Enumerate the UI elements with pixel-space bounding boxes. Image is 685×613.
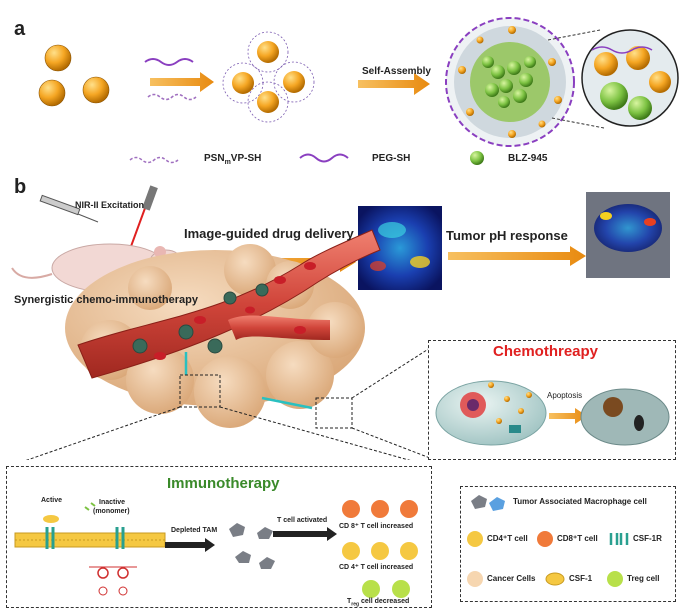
legend-cancer-label: Cancer Cells — [487, 574, 536, 583]
image-guided-label: Image-guided drug delivery — [184, 226, 354, 241]
depleted-tam-label: Depleted TAM — [171, 527, 218, 534]
immuno-title: Immunotherapy — [167, 475, 280, 492]
psn-suffix: VP-SH — [230, 153, 262, 164]
focus-box-left — [179, 374, 221, 408]
t-cell-activated-label: T cell activated — [277, 517, 328, 524]
legend-csf1r-label: CSF-1R — [633, 534, 662, 543]
panel-a-letter: a — [14, 18, 26, 40]
legend-icons — [467, 495, 629, 587]
cd8-icon — [537, 531, 553, 547]
csf1r-icon — [609, 533, 629, 545]
ph-response-label: Tumor pH response — [446, 228, 568, 243]
syringe-icon — [39, 194, 99, 223]
depleted-tam-group — [229, 523, 275, 569]
chemo-title: Chemothreapy — [493, 343, 599, 360]
peg-chain-icon — [144, 58, 194, 66]
tam-blue-icon — [489, 497, 505, 511]
cancer-cell-before — [435, 380, 547, 446]
immuno-illustration — [14, 500, 418, 598]
inactive-label: Inactive — [99, 499, 126, 506]
blz-core-group — [482, 56, 536, 108]
legend-cd8-label: CD8⁺T cell — [557, 534, 598, 543]
legend-tam-label: Tumor Associated Macrophage cell — [513, 497, 647, 506]
arrow-ph — [448, 246, 586, 266]
csf1r-receptor-icon — [45, 527, 55, 549]
self-assembly-label: Self-Assembly — [362, 66, 431, 77]
csf1-icon — [545, 572, 565, 586]
psn-legend-label: PSNmVP-SH — [204, 153, 261, 166]
coated-nanoparticle-group — [222, 31, 315, 123]
panel-b-illustration — [11, 185, 670, 460]
treg-decreased-label: Treg cell decreased — [347, 598, 409, 607]
peg-legend-label: PEG-SH — [372, 153, 411, 164]
legend-cd4-label: CD4⁺T cell — [487, 534, 528, 543]
focus-box-right — [315, 397, 353, 429]
treg-prefix: T — [347, 598, 352, 605]
tam-grey-icon — [471, 495, 487, 509]
psn-legend-icon — [129, 156, 179, 164]
panel-b-letter: b — [14, 176, 27, 198]
monomer-label: (monomer) — [93, 508, 130, 515]
cd4-increased-label: CD 4⁺ T cell increased — [339, 564, 414, 571]
chemo-illustration — [435, 380, 670, 446]
legend-csf1-label: CSF-1 — [569, 574, 593, 583]
laser-probe — [142, 185, 158, 211]
active-label: Active — [41, 497, 63, 504]
surface-gold-group — [458, 26, 562, 138]
chemotherapy-box: Chemothreapy Apoptosis — [428, 340, 676, 460]
cell-membrane — [14, 532, 166, 548]
treg-cells-row — [362, 580, 410, 598]
treg-icon — [607, 571, 623, 587]
immunotherapy-box: Immunotherapy — [6, 466, 432, 608]
peg-legend-icon — [299, 153, 349, 163]
blz-legend-label: BLZ-945 — [508, 153, 548, 164]
treg-suffix: cell decreased — [359, 598, 410, 605]
apoptosis-label: Apoptosis — [547, 391, 583, 400]
arrow-2 — [358, 73, 430, 95]
blz-legend-icon — [470, 151, 484, 165]
vessel-nanoparticles — [132, 283, 269, 354]
red-blood-cells — [154, 262, 316, 360]
apoptosis-arrow — [549, 408, 587, 424]
psn-prefix: PSN — [204, 153, 225, 164]
arrow-1 — [150, 72, 214, 92]
cd8-increased-label: CD 8⁺ T cell increased — [339, 523, 414, 530]
cancer-icon — [467, 571, 483, 587]
treg-sub: reg — [351, 601, 360, 608]
cd8-cells-row — [342, 500, 418, 518]
gold-nanoparticle-group — [38, 44, 110, 107]
legend-treg-label: Treg cell — [627, 574, 660, 583]
cancer-cell-after — [580, 388, 670, 446]
nir-excitation-label: NIR-II Excitation — [75, 200, 145, 210]
psn-sub: m — [224, 159, 231, 166]
synergistic-label: Synergistic chemo-immunotherapy — [14, 294, 198, 306]
cd4-icon — [467, 531, 483, 547]
cd4-cells-row — [342, 542, 418, 560]
panel-a-illustration — [38, 17, 679, 165]
psn-chain-icon — [147, 93, 197, 101]
legend-box: Tumor Associated Macrophage cell CD4⁺T c… — [460, 486, 676, 602]
